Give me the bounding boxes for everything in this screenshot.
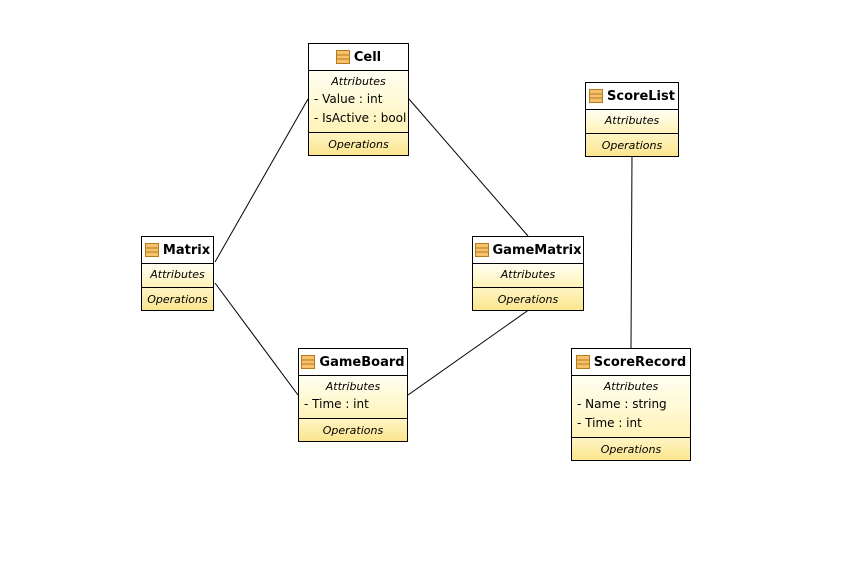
operations-section: Operations — [309, 132, 408, 155]
attributes-section: Attributes - Time : int — [299, 376, 407, 418]
class-header: Matrix — [142, 237, 213, 264]
operations-label: Operations — [600, 442, 662, 456]
class-name: GameMatrix — [492, 242, 582, 258]
operations-section: Operations — [473, 287, 583, 310]
attributes-section: Attributes - Name : string - Time : int — [572, 376, 690, 437]
attribute-item: - IsActive : bool — [314, 111, 407, 125]
attributes-label: Attributes — [325, 380, 381, 393]
class-header: GameBoard — [299, 349, 407, 376]
association-gameboard-gamematrix — [407, 308, 531, 396]
class-icon — [589, 89, 604, 103]
class-name: Cell — [353, 49, 382, 65]
association-matrix-gameboard — [214, 282, 299, 396]
operations-label: Operations — [322, 423, 384, 437]
attribute-item: - Time : int — [577, 416, 642, 430]
operations-section: Operations — [142, 287, 213, 310]
class-name: ScoreRecord — [593, 354, 687, 370]
operations-section: Operations — [572, 437, 690, 460]
attributes-section: Attributes - Value : int - IsActive : bool — [309, 71, 408, 132]
attributes-label: Attributes — [331, 75, 386, 88]
class-header: GameMatrix — [473, 237, 583, 264]
attributes-label: Attributes — [603, 380, 659, 393]
operations-label: Operations — [328, 137, 389, 151]
class-icon — [474, 243, 489, 257]
operations-label: Operations — [497, 292, 559, 306]
attributes-section: Attributes — [473, 264, 583, 287]
class-header: Cell — [309, 44, 408, 71]
association-scorelist-scorerecord — [630, 153, 633, 350]
operations-label: Operations — [601, 138, 663, 152]
class-icon — [575, 355, 590, 369]
class-icon — [335, 50, 350, 64]
class-header: ScoreRecord — [572, 349, 690, 376]
attributes-label: Attributes — [500, 268, 556, 281]
attribute-item: - Value : int — [314, 92, 383, 106]
class-name: Matrix — [162, 242, 211, 258]
attributes-label: Attributes — [604, 114, 660, 127]
operations-label: Operations — [147, 292, 208, 306]
attributes-section: Attributes — [586, 110, 678, 133]
attributes-section: Attributes — [142, 264, 213, 287]
attribute-item: - Time : int — [304, 397, 369, 411]
operations-section: Operations — [299, 418, 407, 441]
operations-section: Operations — [586, 133, 678, 156]
association-cell-gamematrix — [408, 98, 529, 237]
attributes-label: Attributes — [150, 268, 205, 281]
attribute-item: - Name : string — [577, 397, 667, 411]
class-icon — [144, 243, 159, 257]
class-name: ScoreList — [607, 88, 675, 104]
class-name: GameBoard — [319, 354, 405, 370]
class-header: ScoreList — [586, 83, 678, 110]
association-matrix-cell — [214, 98, 309, 263]
class-icon — [301, 355, 316, 369]
